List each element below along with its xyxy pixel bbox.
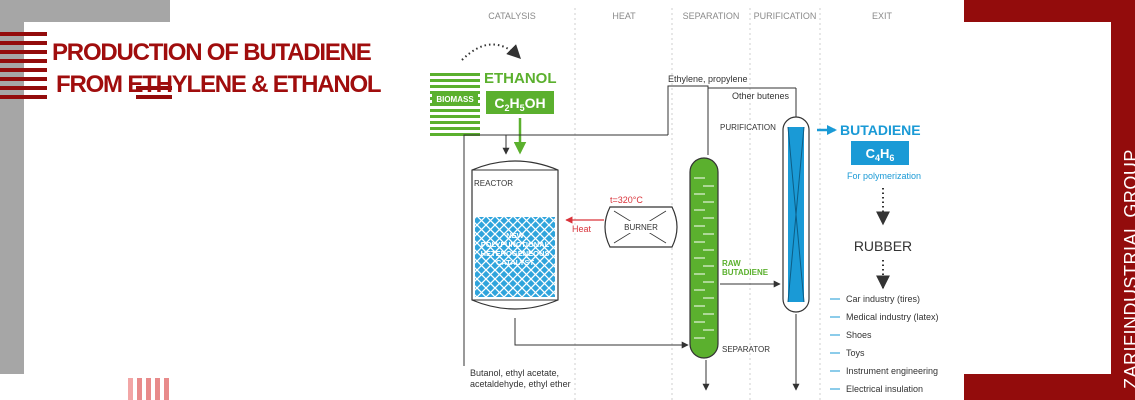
svg-text:CATALYST: CATALYST bbox=[496, 258, 535, 267]
stage-separation: SEPARATION bbox=[683, 11, 740, 21]
stage-catalysis: CATALYSIS bbox=[488, 11, 536, 21]
butadiene-label: BUTADIENE bbox=[840, 122, 921, 138]
svg-text:HETEROGENEOUS: HETEROGENEOUS bbox=[481, 249, 550, 258]
other-butenes-label: Other butenes bbox=[732, 91, 790, 101]
content-panel bbox=[24, 22, 1111, 374]
butadiene-formula: C4H6 bbox=[866, 146, 895, 163]
ethanol-label: ETHANOL bbox=[484, 70, 557, 87]
heat-label: Heat bbox=[572, 224, 592, 234]
purification-label: PURIFICATION bbox=[720, 123, 776, 132]
reactor-label: REACTOR bbox=[474, 179, 513, 188]
biomass-label: BIOMASS bbox=[436, 95, 474, 104]
burner-unit: BURNER bbox=[604, 206, 678, 248]
process-diagram: CATALYSIS HEAT SEPARATION PURIFICATION E… bbox=[430, 8, 939, 400]
ethylene-propylene-label: Ethylene, propylene bbox=[668, 74, 748, 84]
application-item: Medical industry (latex) bbox=[846, 312, 939, 322]
gray-left-bar bbox=[0, 0, 24, 374]
application-item: Car industry (tires) bbox=[846, 294, 920, 304]
stage-heat: HEAT bbox=[612, 11, 636, 21]
application-item: Instrument engineering bbox=[846, 366, 938, 376]
applications-list: Car industry (tires) Medical industry (l… bbox=[830, 294, 939, 394]
gray-top-bar bbox=[0, 0, 170, 22]
application-item: Electrical insulation bbox=[846, 384, 923, 394]
polymerization-label: For polymerization bbox=[847, 171, 921, 181]
svg-text:NEW: NEW bbox=[506, 231, 524, 240]
raw-butadiene-label-1: RAW bbox=[722, 259, 741, 268]
purification-column bbox=[782, 116, 810, 313]
raw-butadiene-label-2: BUTADIENE bbox=[722, 268, 769, 277]
separator-label: SEPARATOR bbox=[722, 345, 770, 354]
biomass-icon: BIOMASS bbox=[430, 73, 480, 136]
ethanol-formula-box bbox=[486, 91, 554, 114]
side-brand-text: ZARIFINDUSTRIAL GROUP bbox=[1121, 149, 1135, 389]
application-item: Toys bbox=[846, 348, 865, 358]
stage-exit: EXIT bbox=[872, 11, 893, 21]
butadiene-formula-box bbox=[851, 141, 909, 165]
svg-text:POLYFUNCTIONAL: POLYFUNCTIONAL bbox=[481, 240, 550, 249]
biomass-to-ethanol-arrow bbox=[461, 43, 521, 61]
stage-dividers bbox=[574, 8, 821, 400]
headline-line-1: PRODUCTION OF BUTADIENE bbox=[52, 39, 372, 66]
reactor-vessel: REACTOR NEW POLYFUNCTIONAL HETEROGENEOUS… bbox=[471, 160, 559, 310]
separator-column: SEPARATOR bbox=[689, 157, 770, 359]
catalyst-label: NEW POLYFUNCTIONAL HETEROGENEOUS CATALYS… bbox=[481, 231, 550, 267]
application-item: Shoes bbox=[846, 330, 872, 340]
byproducts-label-1: Butanol, ethyl acetate, bbox=[470, 368, 559, 378]
temperature-label: t=320°C bbox=[610, 195, 643, 205]
rubber-label: RUBBER bbox=[854, 238, 912, 254]
byproducts-label-2: acetaldehyde, ethyl ether bbox=[470, 379, 571, 389]
headline-line-2: FROM ETHYLENE & ETHANOL bbox=[56, 71, 382, 98]
burner-label: BURNER bbox=[624, 223, 658, 232]
stage-purification: PURIFICATION bbox=[754, 11, 817, 21]
